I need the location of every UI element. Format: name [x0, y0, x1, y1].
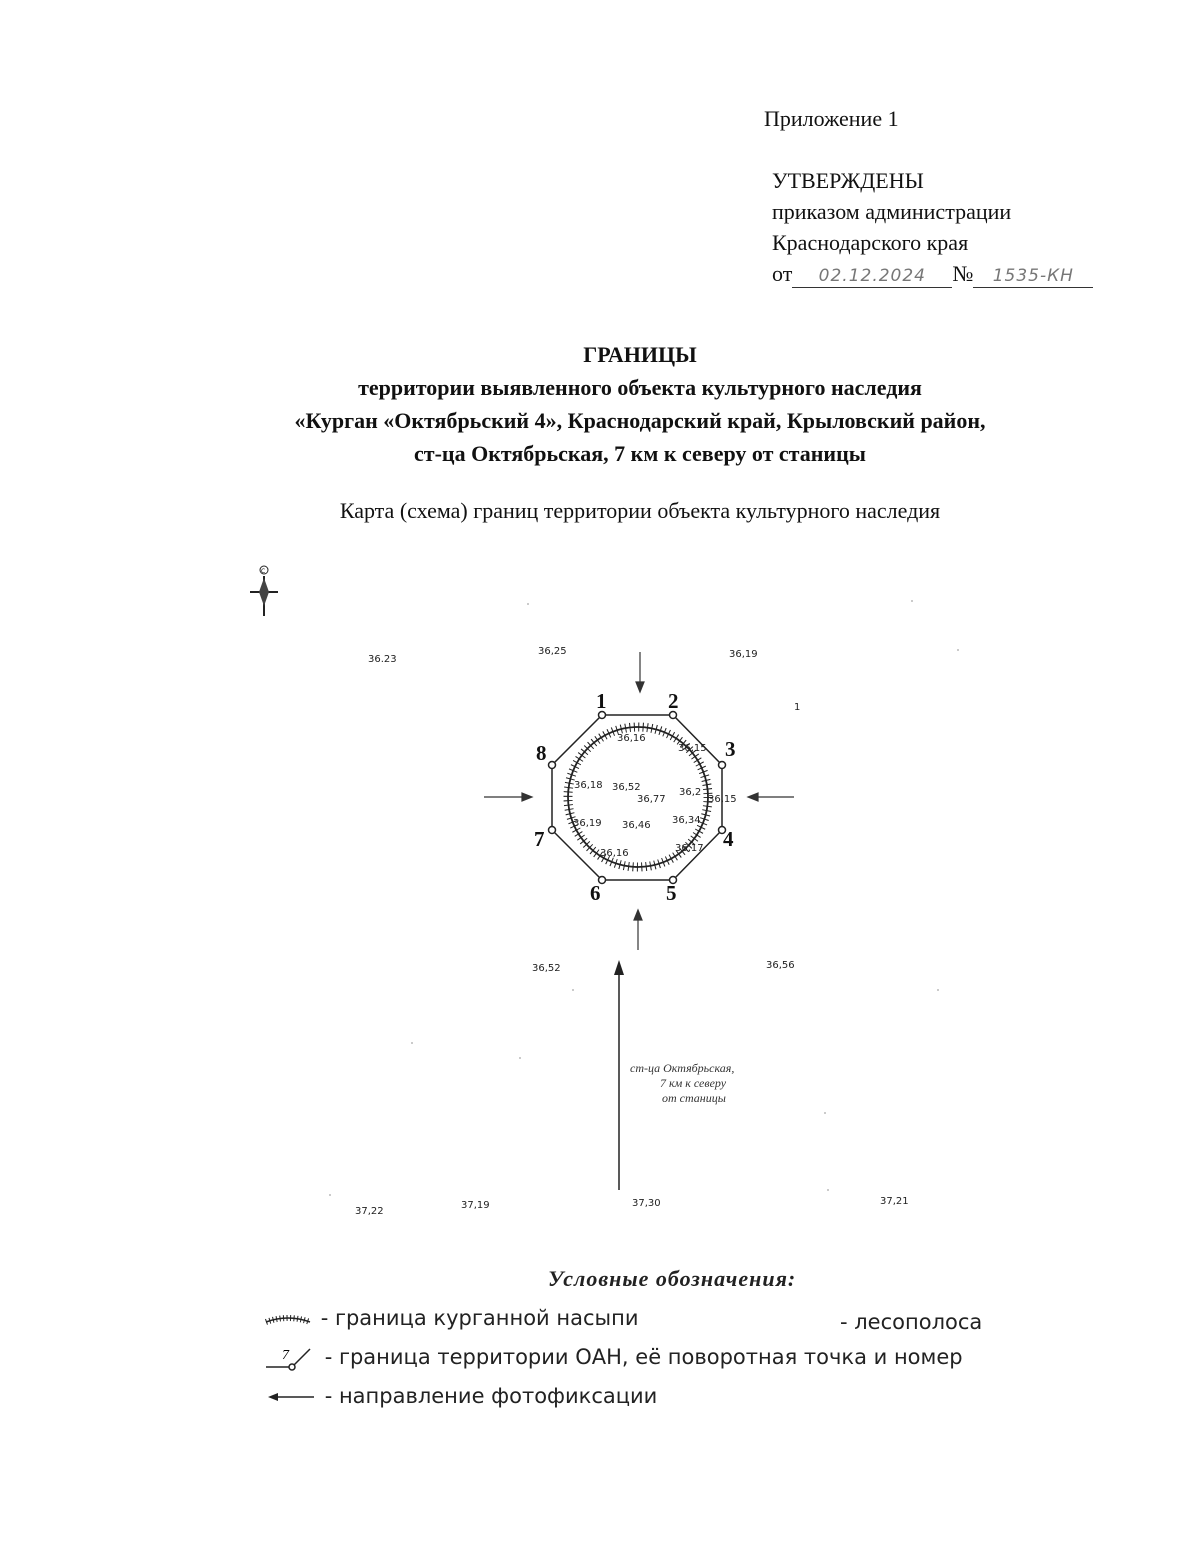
turning-point: [717, 760, 727, 770]
number-value: 1535-КН: [992, 266, 1074, 286]
elevation-mark: 36,15: [708, 794, 737, 805]
legend-forest: - лесополоса: [840, 1310, 982, 1334]
approval-block: УТВЕРЖДЕНЫ приказом администрации Красно…: [772, 165, 1094, 289]
point-number: 2: [668, 689, 679, 713]
mound-boundary-symbol-icon: [264, 1315, 312, 1325]
legend-photo-label: - направление фотофиксации: [324, 1384, 658, 1408]
photo-direction-arrows: [484, 652, 794, 950]
legend-title: Условные обозначения:: [548, 1266, 797, 1291]
map-subtitle: Карта (схема) границ территории объекта …: [339, 498, 941, 523]
elevation-mark: 37,19: [461, 1200, 490, 1211]
title-line-3: «Курган «Октябрьский 4», Краснодарский к…: [294, 408, 986, 433]
stray-mark: 1: [794, 702, 800, 713]
elevation-mark: 36,46: [622, 820, 651, 831]
elevation-mark: 36,52: [532, 963, 561, 974]
elevation-mark: 36.23: [368, 654, 397, 665]
legend-photo: - направление фотофиксации: [262, 1384, 657, 1408]
elevation-mark: 36,52: [612, 782, 641, 793]
photo-direction-symbol-icon: [268, 1393, 314, 1401]
title-line-2: территории выявленного объекта культурно…: [358, 375, 922, 400]
elevation-mark: 37,22: [355, 1206, 384, 1217]
elevation-mark: 37,30: [632, 1198, 661, 1209]
turning-point: [547, 760, 557, 770]
elevation-mark: 37,21: [880, 1196, 909, 1207]
point-number: 5: [666, 881, 677, 905]
order-line-2: Краснодарского края: [772, 230, 969, 255]
point-number: 8: [536, 741, 547, 765]
legend-territory-label: - граница территории ОАН, её поворотная …: [324, 1345, 963, 1369]
point-number: 7: [534, 827, 545, 851]
legend-mound: - граница курганной насыпи: [262, 1306, 638, 1330]
point-number: 6: [590, 881, 601, 905]
order-date-line: от 02.12.2024 № 1535-КН: [772, 258, 1094, 289]
elevation-mark: 36,18: [574, 780, 603, 791]
approved-heading: УТВЕРЖДЕНЫ: [772, 168, 924, 193]
legend-territory: 7 - граница территории ОАН, её поворотна…: [262, 1345, 963, 1371]
elevation-mark: 36,25: [538, 646, 567, 657]
scan-noise: [329, 600, 959, 1196]
legend-mound-label: - граница курганной насыпи: [320, 1306, 639, 1330]
turning-point: [668, 710, 678, 720]
elevation-mark: 36,16: [600, 848, 629, 859]
date-value: 02.12.2024: [818, 266, 926, 286]
date-field: 02.12.2024: [792, 263, 953, 288]
elevation-mark: 36,77: [637, 794, 666, 805]
turning-points: [547, 710, 727, 885]
elevation-mark: 36,34: [672, 815, 701, 826]
place-label-line-2: 7 км к северу: [660, 1076, 727, 1090]
elevation-mark: 36,19: [729, 649, 758, 660]
turning-point: [597, 875, 607, 885]
number-prefix: №: [952, 261, 974, 286]
title-line-4: ст-ца Октябрьская, 7 км к северу от стан…: [414, 441, 866, 466]
legend-point-number: 7: [282, 1348, 290, 1363]
point-number: 4: [723, 827, 734, 851]
elevation-mark: 36,15: [678, 743, 707, 754]
boundary-map: С 1 2 3 4 5 6 7 8 36.23 36,: [250, 565, 959, 1217]
turning-point: [717, 825, 727, 835]
document-title: ГРАНИЦЫ территории выявленного объекта к…: [0, 338, 1200, 470]
mound-boundary: [563, 722, 713, 872]
turning-point: [597, 710, 607, 720]
place-label-line-1: ст-ца Октябрьская,: [630, 1061, 734, 1075]
turning-point: [547, 825, 557, 835]
point-number: 1: [596, 689, 607, 713]
territory-boundary-symbol-icon: 7: [266, 1348, 311, 1371]
number-field: 1535-КН: [973, 263, 1094, 288]
north-compass-icon: С: [250, 565, 278, 616]
elevation-mark: 36,19: [573, 818, 602, 829]
elevation-mark: 36,17: [675, 843, 704, 854]
turning-point: [668, 875, 678, 885]
title-line-1: ГРАНИЦЫ: [583, 342, 697, 367]
appendix-label: Приложение 1: [764, 106, 899, 131]
elevation-mark: 36,2: [679, 787, 701, 798]
place-label-line-3: от станицы: [662, 1091, 726, 1105]
compass-letter: С: [261, 568, 265, 575]
elevation-mark: 36,16: [617, 733, 646, 744]
order-line-1: приказом администрации: [772, 199, 1012, 224]
point-number: 3: [725, 737, 736, 761]
elevation-mark: 36,56: [766, 960, 795, 971]
date-prefix: от: [772, 261, 793, 286]
settlement-direction-arrow: [614, 960, 624, 1190]
legend-forest-label: - лесополоса: [840, 1310, 983, 1334]
